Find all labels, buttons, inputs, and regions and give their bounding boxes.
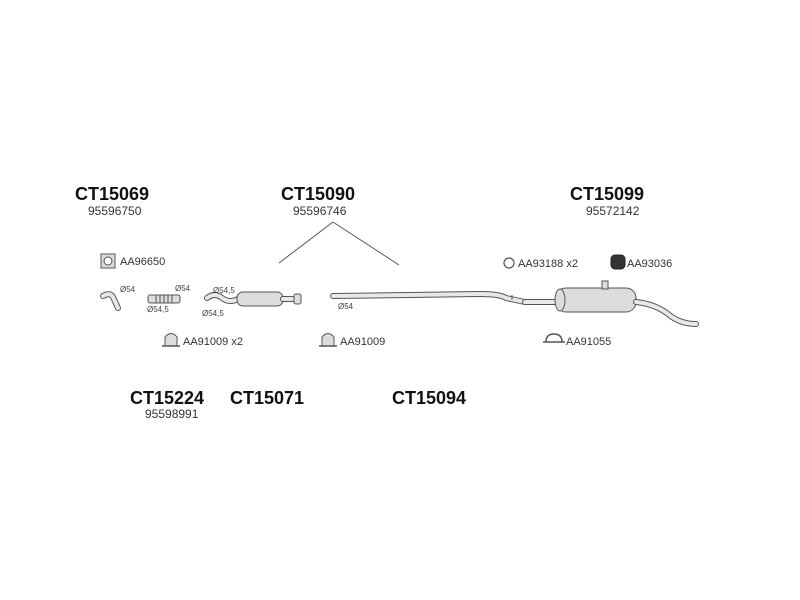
- intermediate-pipe-part[interactable]: [330, 291, 528, 305]
- leader-line-left: [278, 221, 334, 264]
- dimension-label: Ø54: [338, 302, 354, 311]
- middle-silencer-part[interactable]: [204, 291, 302, 307]
- oem-number-ct15099: 95572142: [586, 204, 640, 218]
- flex-pipe-part[interactable]: [147, 294, 181, 304]
- dimension-label: Ø54: [175, 284, 191, 293]
- part-code-ct15090[interactable]: CT15090: [281, 184, 355, 204]
- part-code-ct15071[interactable]: CT15071: [230, 388, 304, 408]
- clamp-icon[interactable]: [162, 333, 180, 347]
- rear-silencer-part[interactable]: [522, 280, 699, 327]
- rubber-mount-icon[interactable]: [610, 254, 626, 270]
- accessory-aa93036: AA93036: [627, 258, 672, 270]
- dimension-label: Ø54,5: [202, 309, 224, 318]
- oem-number-ct15224: 95598991: [145, 407, 199, 421]
- leader-line-right: [332, 221, 400, 266]
- clamp-icon[interactable]: [319, 333, 337, 347]
- part-code-ct15224[interactable]: CT15224: [130, 388, 204, 408]
- part-code-ct15094[interactable]: CT15094: [392, 388, 466, 408]
- dimension-label: Ø54,5: [147, 305, 169, 314]
- accessory-aa91055: AA91055: [566, 336, 611, 348]
- front-pipe-part[interactable]: [100, 291, 121, 311]
- accessory-aa96650: AA96650: [120, 256, 165, 268]
- accessory-aa91009-x2: AA91009 x2: [183, 336, 243, 348]
- dimension-label: Ø54: [120, 285, 136, 294]
- oem-number-ct15090: 95596746: [293, 204, 347, 218]
- part-code-ct15069[interactable]: CT15069: [75, 184, 149, 204]
- gasket-icon[interactable]: [100, 253, 116, 269]
- part-code-ct15099[interactable]: CT15099: [570, 184, 644, 204]
- dimension-label: Ø54,5: [213, 286, 235, 295]
- ring-icon[interactable]: [503, 257, 515, 269]
- accessory-aa93188-x2: AA93188 x2: [518, 258, 578, 270]
- accessory-aa91009: AA91009: [340, 336, 385, 348]
- oem-number-ct15069: 95596750: [88, 204, 142, 218]
- hanger-clamp-icon[interactable]: [543, 333, 565, 343]
